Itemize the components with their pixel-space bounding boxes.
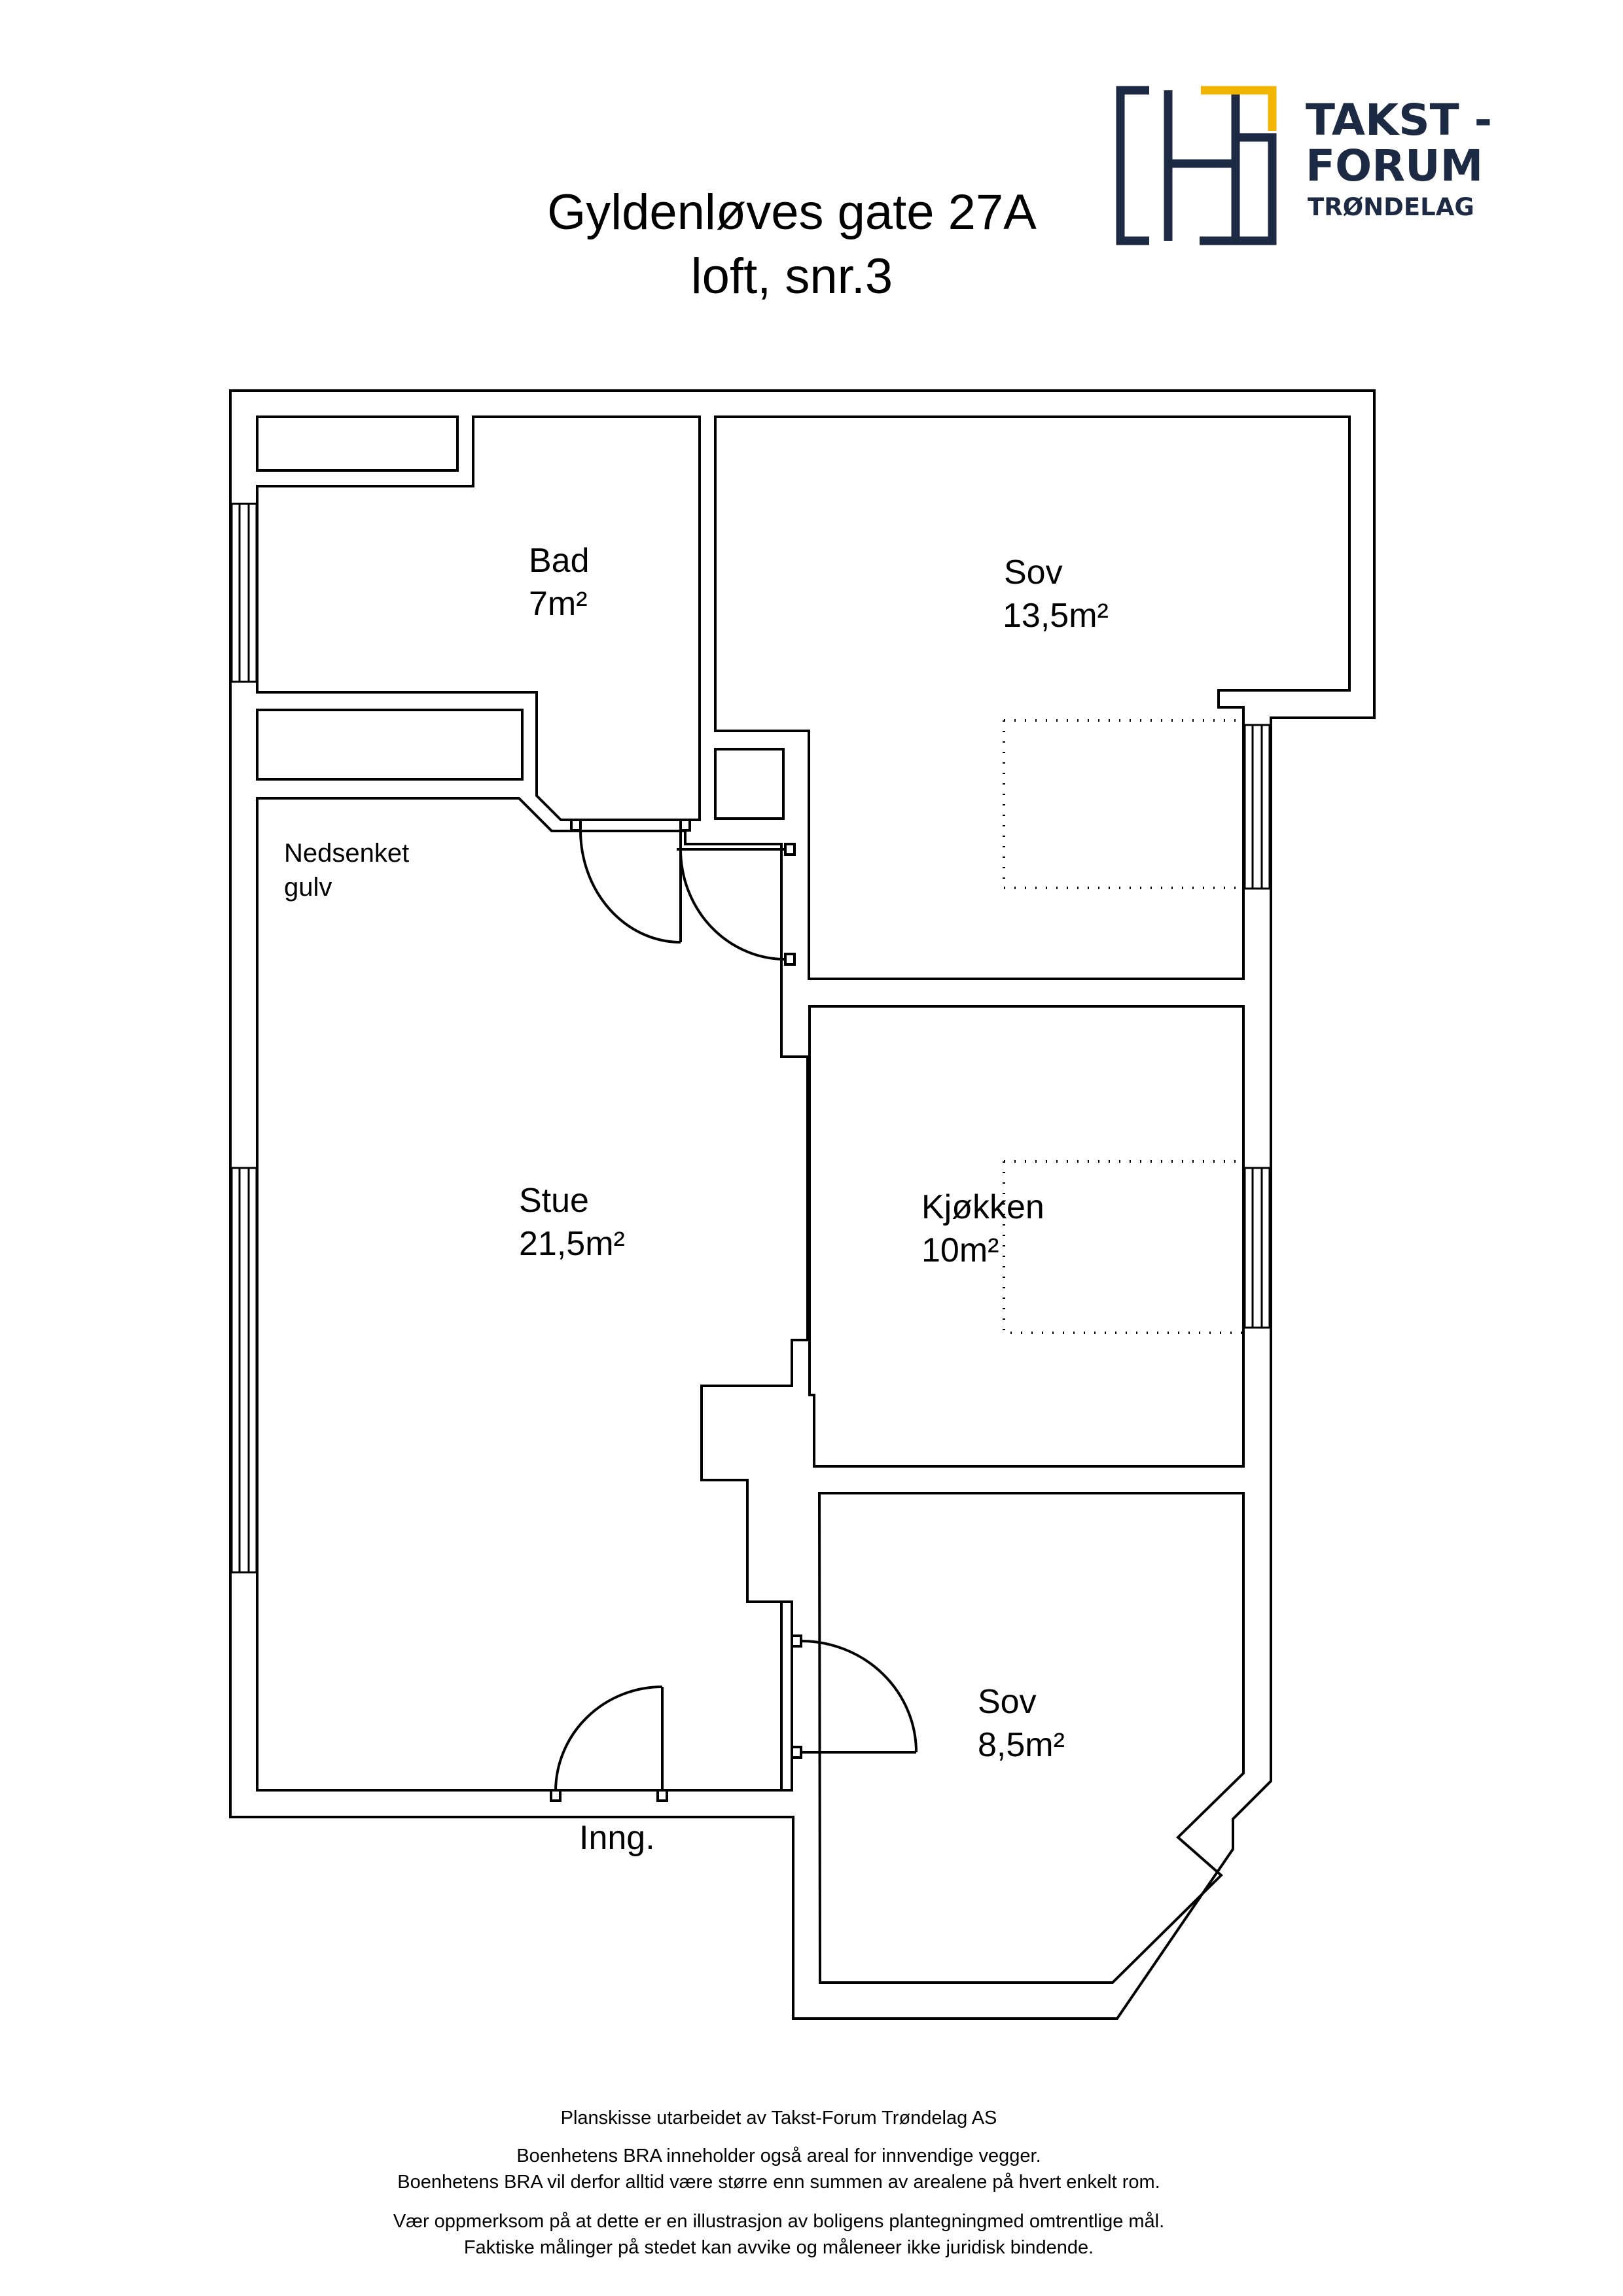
- sov-bottom-wall: [817, 1492, 1245, 1984]
- door-bad-swing: [579, 830, 681, 944]
- address-title: Gyldenløves gate 27A: [547, 185, 1037, 240]
- window-left-top: [230, 503, 258, 683]
- nedsenket-label-1: Nedsenket: [284, 839, 410, 868]
- logo-text-line1: TAKST -: [1306, 95, 1493, 145]
- room-bad-name: Bad: [529, 542, 590, 580]
- door-entry-swing: [554, 1686, 663, 1791]
- footer-line-4: Vær oppmerksom på at dette er en illustr…: [393, 2211, 1165, 2232]
- footer-line-3: Boenhetens BRA vil derfor alltid være st…: [397, 2172, 1160, 2193]
- room-kjokken-name: Kjøkken: [921, 1188, 1044, 1226]
- bad-wall: [256, 415, 701, 821]
- logo-text-line3: TRØNDELAG: [1308, 193, 1474, 221]
- skylight-sov: [1003, 719, 1243, 889]
- door-group: [550, 819, 918, 1802]
- logo-mark: [1116, 86, 1277, 245]
- door-entry-jamb-left: [550, 1789, 562, 1802]
- outer-wall-outer: [229, 389, 1376, 2020]
- door-sov2-jamb-top: [791, 1634, 802, 1648]
- skylight-group: [1003, 719, 1243, 1334]
- window-right-mid: [1243, 1167, 1271, 1329]
- stue-wall-inner: [256, 797, 809, 1792]
- skylight-kjokken: [1003, 1160, 1243, 1334]
- room-stue-name: Stue: [519, 1182, 589, 1220]
- door-entry-jamb-right: [656, 1789, 668, 1802]
- room-sov-bottom-area: 8,5m²: [978, 1726, 1065, 1764]
- room-bad-area: 7m²: [529, 585, 588, 623]
- room-kjokken-area: 10m²: [921, 1231, 999, 1269]
- bad-niche: [256, 415, 459, 472]
- storage-block: [256, 709, 524, 781]
- room-sov-bottom-name: Sov: [978, 1683, 1037, 1721]
- door-sov-jamb-top: [784, 843, 796, 856]
- door-sov2-swing: [800, 1640, 918, 1753]
- footer-line-5: Faktiske målinger på stedet kan avvike o…: [463, 2237, 1094, 2258]
- kjokken-wall: [808, 1005, 1245, 1468]
- room-stue-area: 21,5m²: [519, 1225, 625, 1263]
- footer-line-2: Boenhetens BRA inneholder også areal for…: [516, 2146, 1041, 2166]
- closet-block: [714, 748, 785, 820]
- door-sov-swing: [679, 849, 786, 961]
- door-bad-jamb-right: [679, 819, 691, 832]
- window-group: [230, 503, 1271, 1574]
- window-right-top: [1243, 724, 1271, 890]
- sov-top-wall: [714, 415, 1351, 980]
- unit-subtitle: loft, snr.3: [690, 249, 893, 304]
- nedsenket-label-2: gulv: [284, 873, 332, 902]
- door-sov2-jamb-bottom: [791, 1746, 802, 1759]
- entrance-label: Inng.: [579, 1819, 655, 1857]
- room-sov-top-area: 13,5m²: [1003, 597, 1109, 635]
- logo-text-line2: FORUM: [1306, 141, 1484, 191]
- door-bad-jamb-left: [570, 819, 582, 832]
- window-left-bottom: [230, 1167, 258, 1574]
- footer-line-1: Planskisse utarbeidet av Takst-Forum Trø…: [560, 2108, 997, 2128]
- door-sov-jamb-bottom: [784, 953, 796, 966]
- room-sov-top-name: Sov: [1004, 554, 1063, 592]
